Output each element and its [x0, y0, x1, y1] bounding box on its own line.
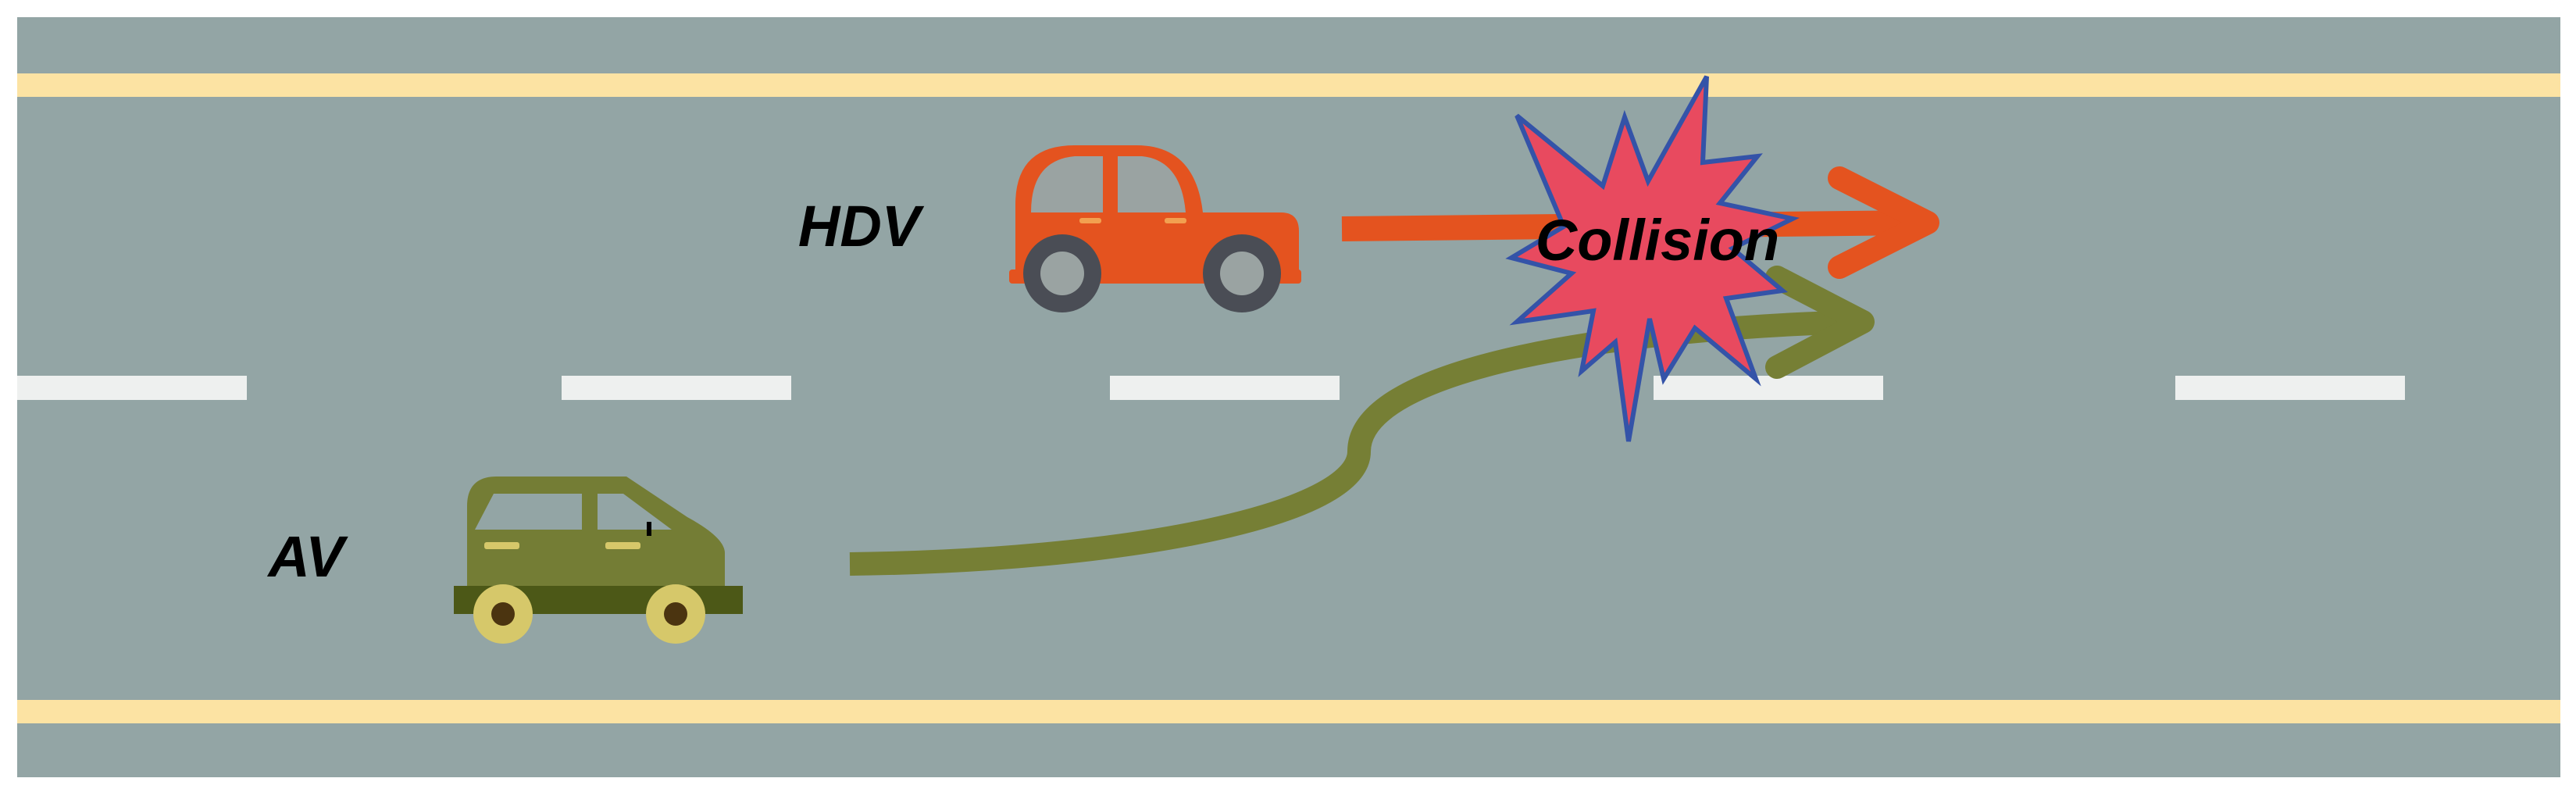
lane-dash [1110, 376, 1340, 400]
lane-dash [2175, 376, 2405, 400]
hdv-vehicle [1009, 145, 1301, 312]
lane-dash [1654, 376, 1883, 400]
lane-dash [17, 376, 247, 400]
suv-car-icon [454, 477, 743, 644]
explosion-burst-icon [1505, 75, 1800, 442]
road-edge-line-bottom [17, 700, 2560, 723]
hdv-label: HDV [798, 194, 925, 259]
hatchback-car-icon [1009, 145, 1301, 312]
collision-marker: Collision [1505, 75, 1800, 442]
lane-dash [562, 376, 791, 400]
av-vehicle [454, 477, 743, 644]
collision-label: Collision [1536, 208, 1779, 273]
av-label: AV [266, 524, 348, 589]
road-edge-line-top [17, 73, 2560, 97]
lane-divider-dashed [17, 376, 2405, 400]
